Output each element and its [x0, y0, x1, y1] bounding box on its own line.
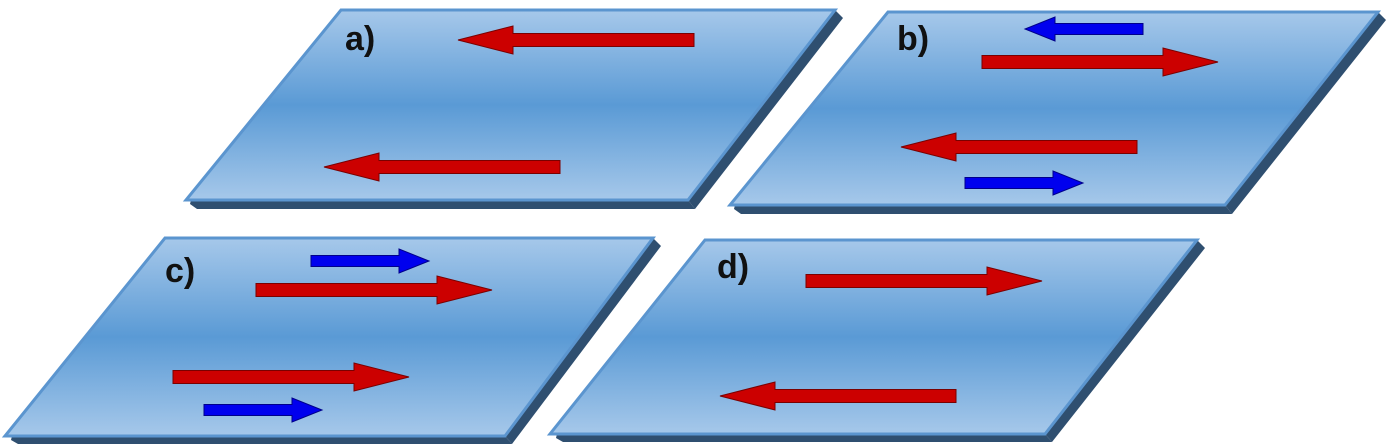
panel-a-plane-side	[688, 10, 843, 209]
panel-c-plane	[1, 236, 656, 438]
panel-b-red-arrow-right-2	[981, 47, 1219, 77]
panel-a-arrows	[323, 25, 695, 182]
panel-a-plane	[182, 8, 839, 202]
panel-b-plane-side	[1225, 12, 1386, 214]
panel-c: c)	[1, 236, 661, 444]
panel-c-blue-arrow-right-1	[310, 248, 431, 274]
panel-b-plane-shadow	[734, 205, 1232, 214]
panel-c-arrows	[172, 248, 493, 423]
panel-d-plane	[546, 238, 1201, 436]
panel-c-label: c)	[165, 252, 195, 290]
panel-d-red-arrow-left-2	[719, 381, 957, 411]
panel-b: b)	[726, 10, 1386, 214]
panel-b-arrows	[900, 16, 1219, 196]
panel-b-blue-arrow-right-4	[964, 170, 1085, 196]
panel-d-label: d)	[717, 248, 749, 286]
panel-a-red-arrow-left-1	[457, 25, 695, 55]
panel-b-plane	[726, 10, 1382, 207]
panel-b-red-arrow-left-3	[900, 132, 1138, 162]
panel-d-plane-shadow	[556, 434, 1052, 442]
panel-b-blue-arrow-left-1	[1023, 16, 1144, 42]
panel-d-red-arrow-right-1	[805, 266, 1043, 296]
panel-c-blue-arrow-right-4	[203, 397, 324, 423]
panel-d: d)	[546, 238, 1205, 442]
panel-c-red-arrow-right-3	[172, 362, 410, 392]
panel-d-plane-side	[1045, 240, 1205, 442]
panel-a: a)	[182, 8, 843, 209]
panel-a-label: a)	[345, 20, 375, 58]
panel-a-red-arrow-left-2	[323, 152, 561, 182]
panel-d-arrows	[719, 266, 1043, 411]
panel-c-plane-side	[505, 238, 661, 444]
panel-c-red-arrow-right-2	[255, 275, 493, 305]
panel-a-plane-shadow	[190, 200, 695, 209]
panel-b-label: b)	[897, 20, 929, 58]
panel-c-plane-shadow	[11, 436, 512, 444]
